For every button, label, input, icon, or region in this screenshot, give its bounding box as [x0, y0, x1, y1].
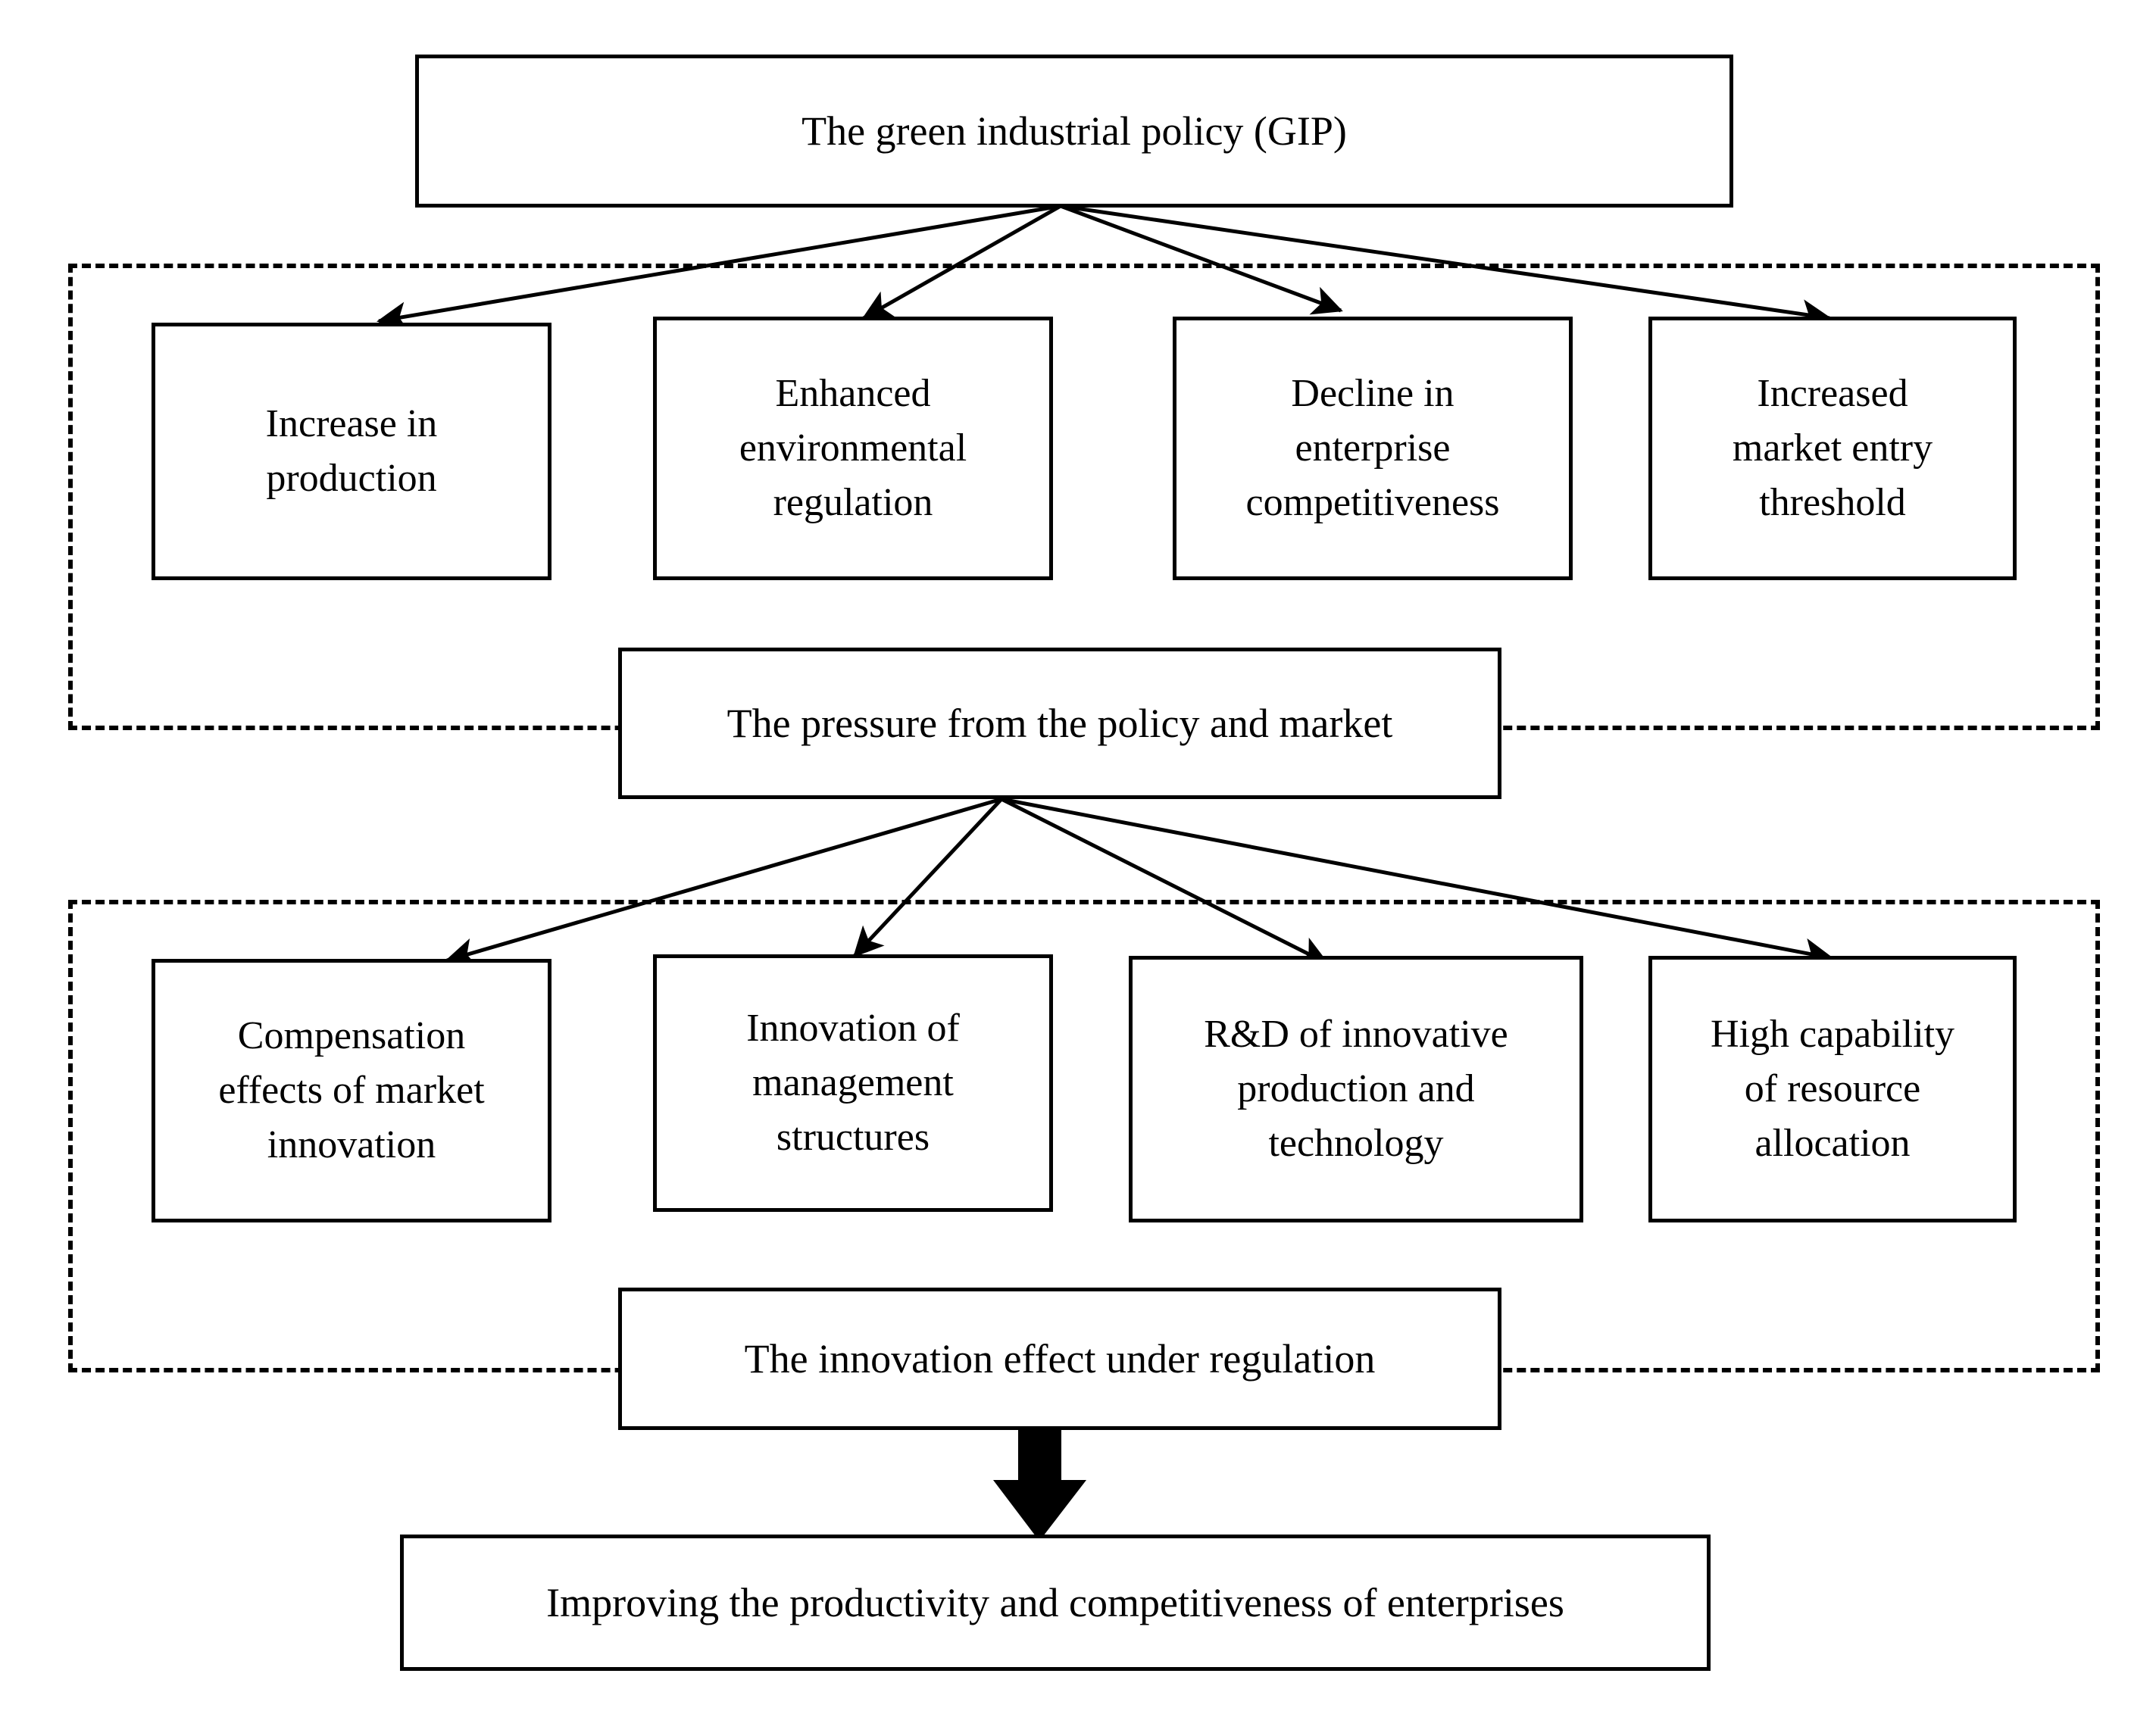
node-label-compensation-effects-of-market-innovation: Compensation effects of market innovatio… — [218, 1014, 485, 1166]
node-label-decline-in-enterprise-competitiveness: Decline in enterprise competitiveness — [1245, 372, 1500, 524]
node-compensation-effects-of-market-innovation[interactable]: Compensation effects of market innovatio… — [152, 959, 551, 1222]
node-label-pressure-from-policy-and-market: The pressure from the policy and market — [726, 700, 1393, 746]
gip-fan-arrows — [377, 204, 1832, 332]
node-innovation-effect-under-regulation[interactable]: The innovation effect under regulation — [618, 1288, 1501, 1430]
node-label-rd-of-innovative-production-and-technology: R&D of innovative production and technol… — [1204, 1013, 1508, 1165]
node-decline-in-enterprise-competitiveness[interactable]: Decline in enterprise competitiveness — [1173, 317, 1573, 580]
node-pressure-from-policy-and-market[interactable]: The pressure from the policy and market — [618, 648, 1501, 799]
arrow-gip-to-enhanced-regulation — [861, 204, 1062, 320]
node-label-improving-productivity-and-competitiveness: Improving the productivity and competiti… — [546, 1579, 1564, 1625]
block-arrow-down-icon — [992, 1427, 1087, 1541]
arrow-pressure-to-compensation-effects — [445, 797, 1002, 967]
node-label-high-capability-of-resource-allocation: High capability of resource allocation — [1710, 1013, 1955, 1165]
node-innovation-of-management-structures[interactable]: Innovation of management structures — [653, 954, 1053, 1212]
node-label-innovation-effect-under-regulation: The innovation effect under regulation — [744, 1335, 1376, 1382]
arrow-pressure-to-rd-innovative-production — [1000, 797, 1330, 966]
node-label-green-industrial-policy: The green industrial policy (GIP) — [801, 108, 1347, 154]
node-label-increase-in-production: Increase in production — [265, 402, 438, 500]
arrow-pressure-to-resource-allocation — [1001, 797, 1834, 968]
arrow-gip-to-market-entry-threshold — [1060, 204, 1832, 329]
node-rd-of-innovative-production-and-technology[interactable]: R&D of innovative production and technol… — [1129, 956, 1583, 1222]
node-increase-in-production[interactable]: Increase in production — [152, 323, 551, 580]
node-increased-market-entry-threshold[interactable]: Increased market entry threshold — [1648, 317, 2017, 580]
node-label-enhanced-environmental-regulation: Enhanced environmental regulation — [739, 372, 967, 524]
node-high-capability-of-resource-allocation[interactable]: High capability of resource allocation — [1648, 956, 2017, 1222]
pressure-fan-arrows — [445, 797, 1834, 968]
outcome-block-arrow — [992, 1427, 1087, 1541]
node-label-increased-market-entry-threshold: Increased market entry threshold — [1732, 372, 1933, 524]
node-improving-productivity-and-competitiveness[interactable]: Improving the productivity and competiti… — [400, 1535, 1711, 1671]
node-enhanced-environmental-regulation[interactable]: Enhanced environmental regulation — [653, 317, 1053, 580]
node-label-innovation-of-management-structures: Innovation of management structures — [746, 1007, 960, 1159]
node-green-industrial-policy[interactable]: The green industrial policy (GIP) — [415, 55, 1733, 208]
arrow-gip-to-decline-competitiveness — [1060, 204, 1343, 315]
arrow-pressure-to-management-innovation — [852, 798, 1003, 958]
